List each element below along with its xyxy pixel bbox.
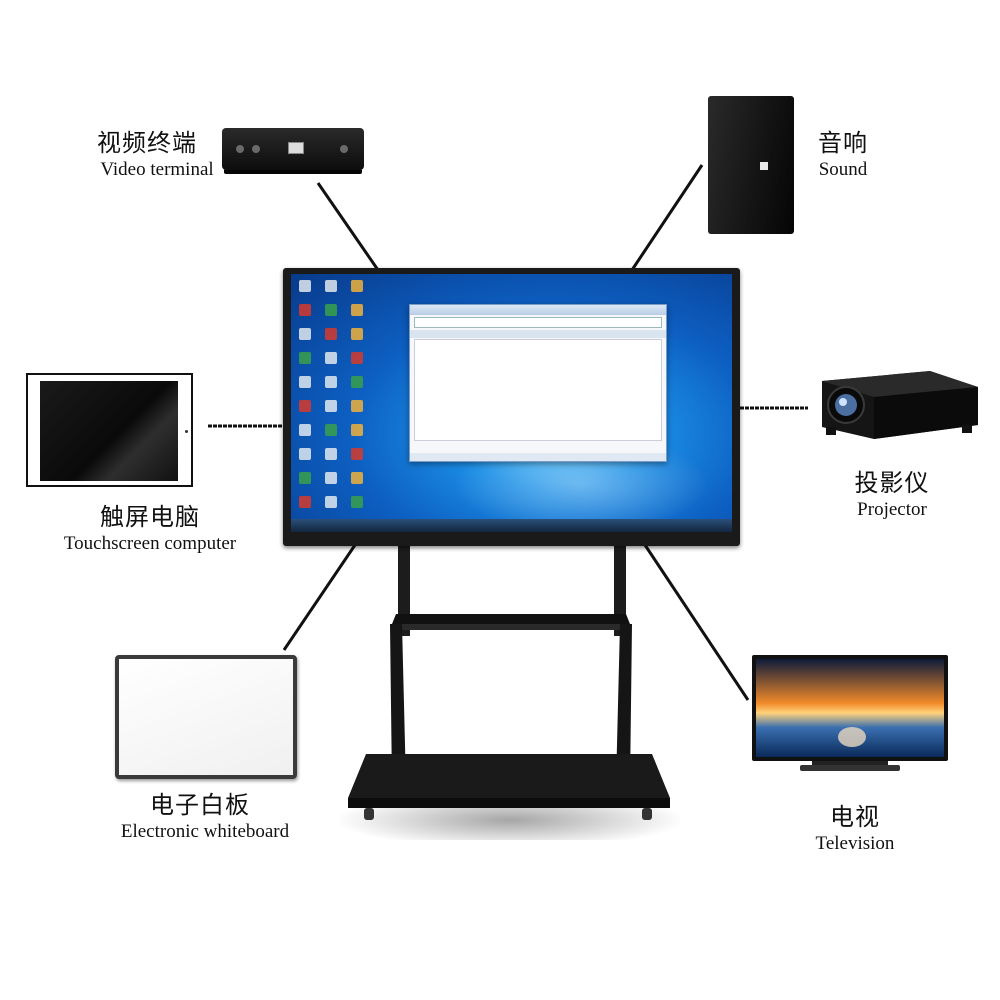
brand-logo-icon	[760, 162, 768, 170]
label-sound-zh: 音响	[818, 129, 868, 157]
label-television-zh: 电视	[830, 803, 880, 831]
television-device	[752, 655, 948, 771]
home-button-icon	[185, 430, 188, 433]
connector-sound	[630, 164, 704, 271]
interactive-display-icon	[283, 268, 740, 546]
label-projector: 投影仪 Projector	[836, 468, 948, 522]
browser-window	[409, 304, 667, 462]
speaker-device	[708, 96, 794, 234]
connector-video-terminal	[316, 182, 380, 271]
mobile-stand-icon	[340, 546, 680, 840]
label-video-terminal: 视频终端 Video terminal	[72, 128, 222, 182]
label-video-terminal-en: Video terminal	[100, 159, 214, 180]
desktop-icons	[295, 278, 375, 508]
label-electronic-whiteboard-zh: 电子白板	[150, 791, 250, 819]
video-terminal-device	[222, 128, 364, 170]
label-touchscreen-computer: 触屏电脑 Touchscreen computer	[45, 502, 255, 556]
usb-port-icon	[288, 142, 304, 154]
projector-device	[822, 371, 978, 439]
touchscreen-computer-device	[26, 373, 193, 487]
label-electronic-whiteboard-en: Electronic whiteboard	[120, 821, 290, 842]
label-television-en: Television	[815, 833, 895, 854]
connector-electronic-whiteboard	[282, 544, 357, 651]
label-television: 电视 Television	[800, 802, 910, 856]
port-icon	[236, 145, 244, 153]
label-touchscreen-computer-zh: 触屏电脑	[100, 503, 200, 531]
connector-television	[643, 544, 750, 701]
electronic-whiteboard-device	[115, 655, 297, 779]
label-projector-zh: 投影仪	[854, 469, 930, 497]
tablet-screen	[40, 381, 178, 481]
desktop-taskbar	[291, 519, 732, 532]
label-touchscreen-computer-en: Touchscreen computer	[63, 533, 237, 554]
label-sound-en: Sound	[818, 159, 868, 180]
label-sound: 音响 Sound	[808, 128, 878, 182]
display-screen	[291, 274, 732, 532]
label-projector-en: Projector	[857, 499, 927, 520]
label-electronic-whiteboard: 电子白板 Electronic whiteboard	[95, 790, 335, 844]
port-icon	[252, 145, 260, 153]
label-video-terminal-zh: 视频终端	[97, 129, 197, 157]
port-icon	[340, 145, 348, 153]
